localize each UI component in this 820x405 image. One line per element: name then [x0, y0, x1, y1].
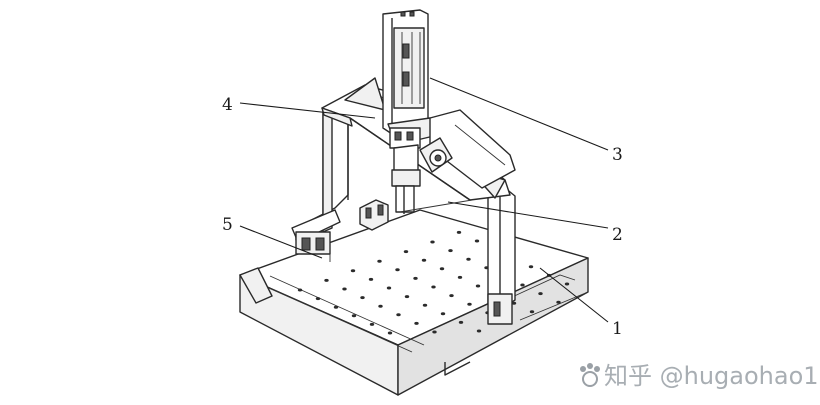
- callout-5: 5: [222, 215, 233, 235]
- table-hole: [413, 276, 418, 280]
- table-hole: [403, 250, 409, 254]
- table-hole: [467, 302, 472, 306]
- table-hole: [432, 330, 437, 334]
- leader-3: [429, 77, 609, 151]
- table-hole: [476, 329, 482, 333]
- table-hole: [297, 288, 303, 292]
- table-hole: [422, 303, 428, 307]
- table-hole: [396, 313, 401, 317]
- table-hole: [377, 259, 382, 263]
- leader-2: [447, 201, 609, 229]
- table-hole: [528, 265, 534, 269]
- right-column: [487, 187, 516, 325]
- z-axis-column: [382, 9, 439, 214]
- base-table: [239, 209, 589, 396]
- table-hole: [456, 230, 462, 234]
- table-hole: [315, 297, 321, 301]
- table-hole: [378, 304, 383, 308]
- table-hole: [457, 275, 463, 279]
- callout-4: 4: [222, 95, 233, 115]
- table-hole: [448, 249, 453, 253]
- table-hole: [387, 331, 393, 335]
- table-hole: [342, 287, 347, 291]
- table-hole: [556, 300, 561, 304]
- table-hole: [430, 240, 435, 244]
- table-hole: [421, 258, 427, 262]
- table-hole: [368, 277, 374, 281]
- table-hole: [414, 321, 419, 325]
- leader-1: [539, 267, 609, 323]
- table-hole: [350, 269, 356, 273]
- table-hole: [386, 286, 392, 290]
- table-hole: [333, 305, 339, 309]
- table-hole: [360, 296, 365, 300]
- callout-labels: 1 2 3 4 5: [222, 95, 623, 339]
- callout-2: 2: [612, 225, 623, 245]
- table-hole: [439, 267, 445, 271]
- table-hole: [324, 278, 329, 282]
- callout-3: 3: [612, 145, 623, 165]
- left-column: [291, 104, 349, 262]
- table-hole: [564, 282, 570, 286]
- table-hole: [458, 320, 464, 324]
- paw-logo-icon: [580, 363, 600, 387]
- table-hole: [538, 292, 543, 296]
- table-hole: [474, 239, 480, 243]
- leader-4: [239, 102, 376, 119]
- table-hole: [466, 257, 471, 261]
- table-hole: [440, 312, 446, 316]
- leader-5: [239, 225, 323, 259]
- table-hole: [395, 268, 400, 272]
- table-hole: [351, 314, 357, 318]
- watermark: 知乎 @hugaohao123: [580, 362, 820, 390]
- table-hole: [431, 285, 436, 289]
- table-hole: [511, 301, 517, 305]
- table-hole: [449, 294, 454, 298]
- table-hole: [529, 310, 535, 314]
- callout-1: 1: [612, 319, 623, 339]
- table-hole: [520, 283, 525, 287]
- table-hole: [404, 295, 410, 299]
- table-hole: [475, 284, 481, 288]
- side-carriage: [419, 109, 516, 189]
- rear-gripper: [359, 199, 473, 231]
- leader-lines: [239, 77, 609, 323]
- watermark-text: 知乎 @hugaohao123: [604, 362, 820, 390]
- table-hole: [369, 322, 375, 326]
- table-hole-grid: [297, 230, 570, 335]
